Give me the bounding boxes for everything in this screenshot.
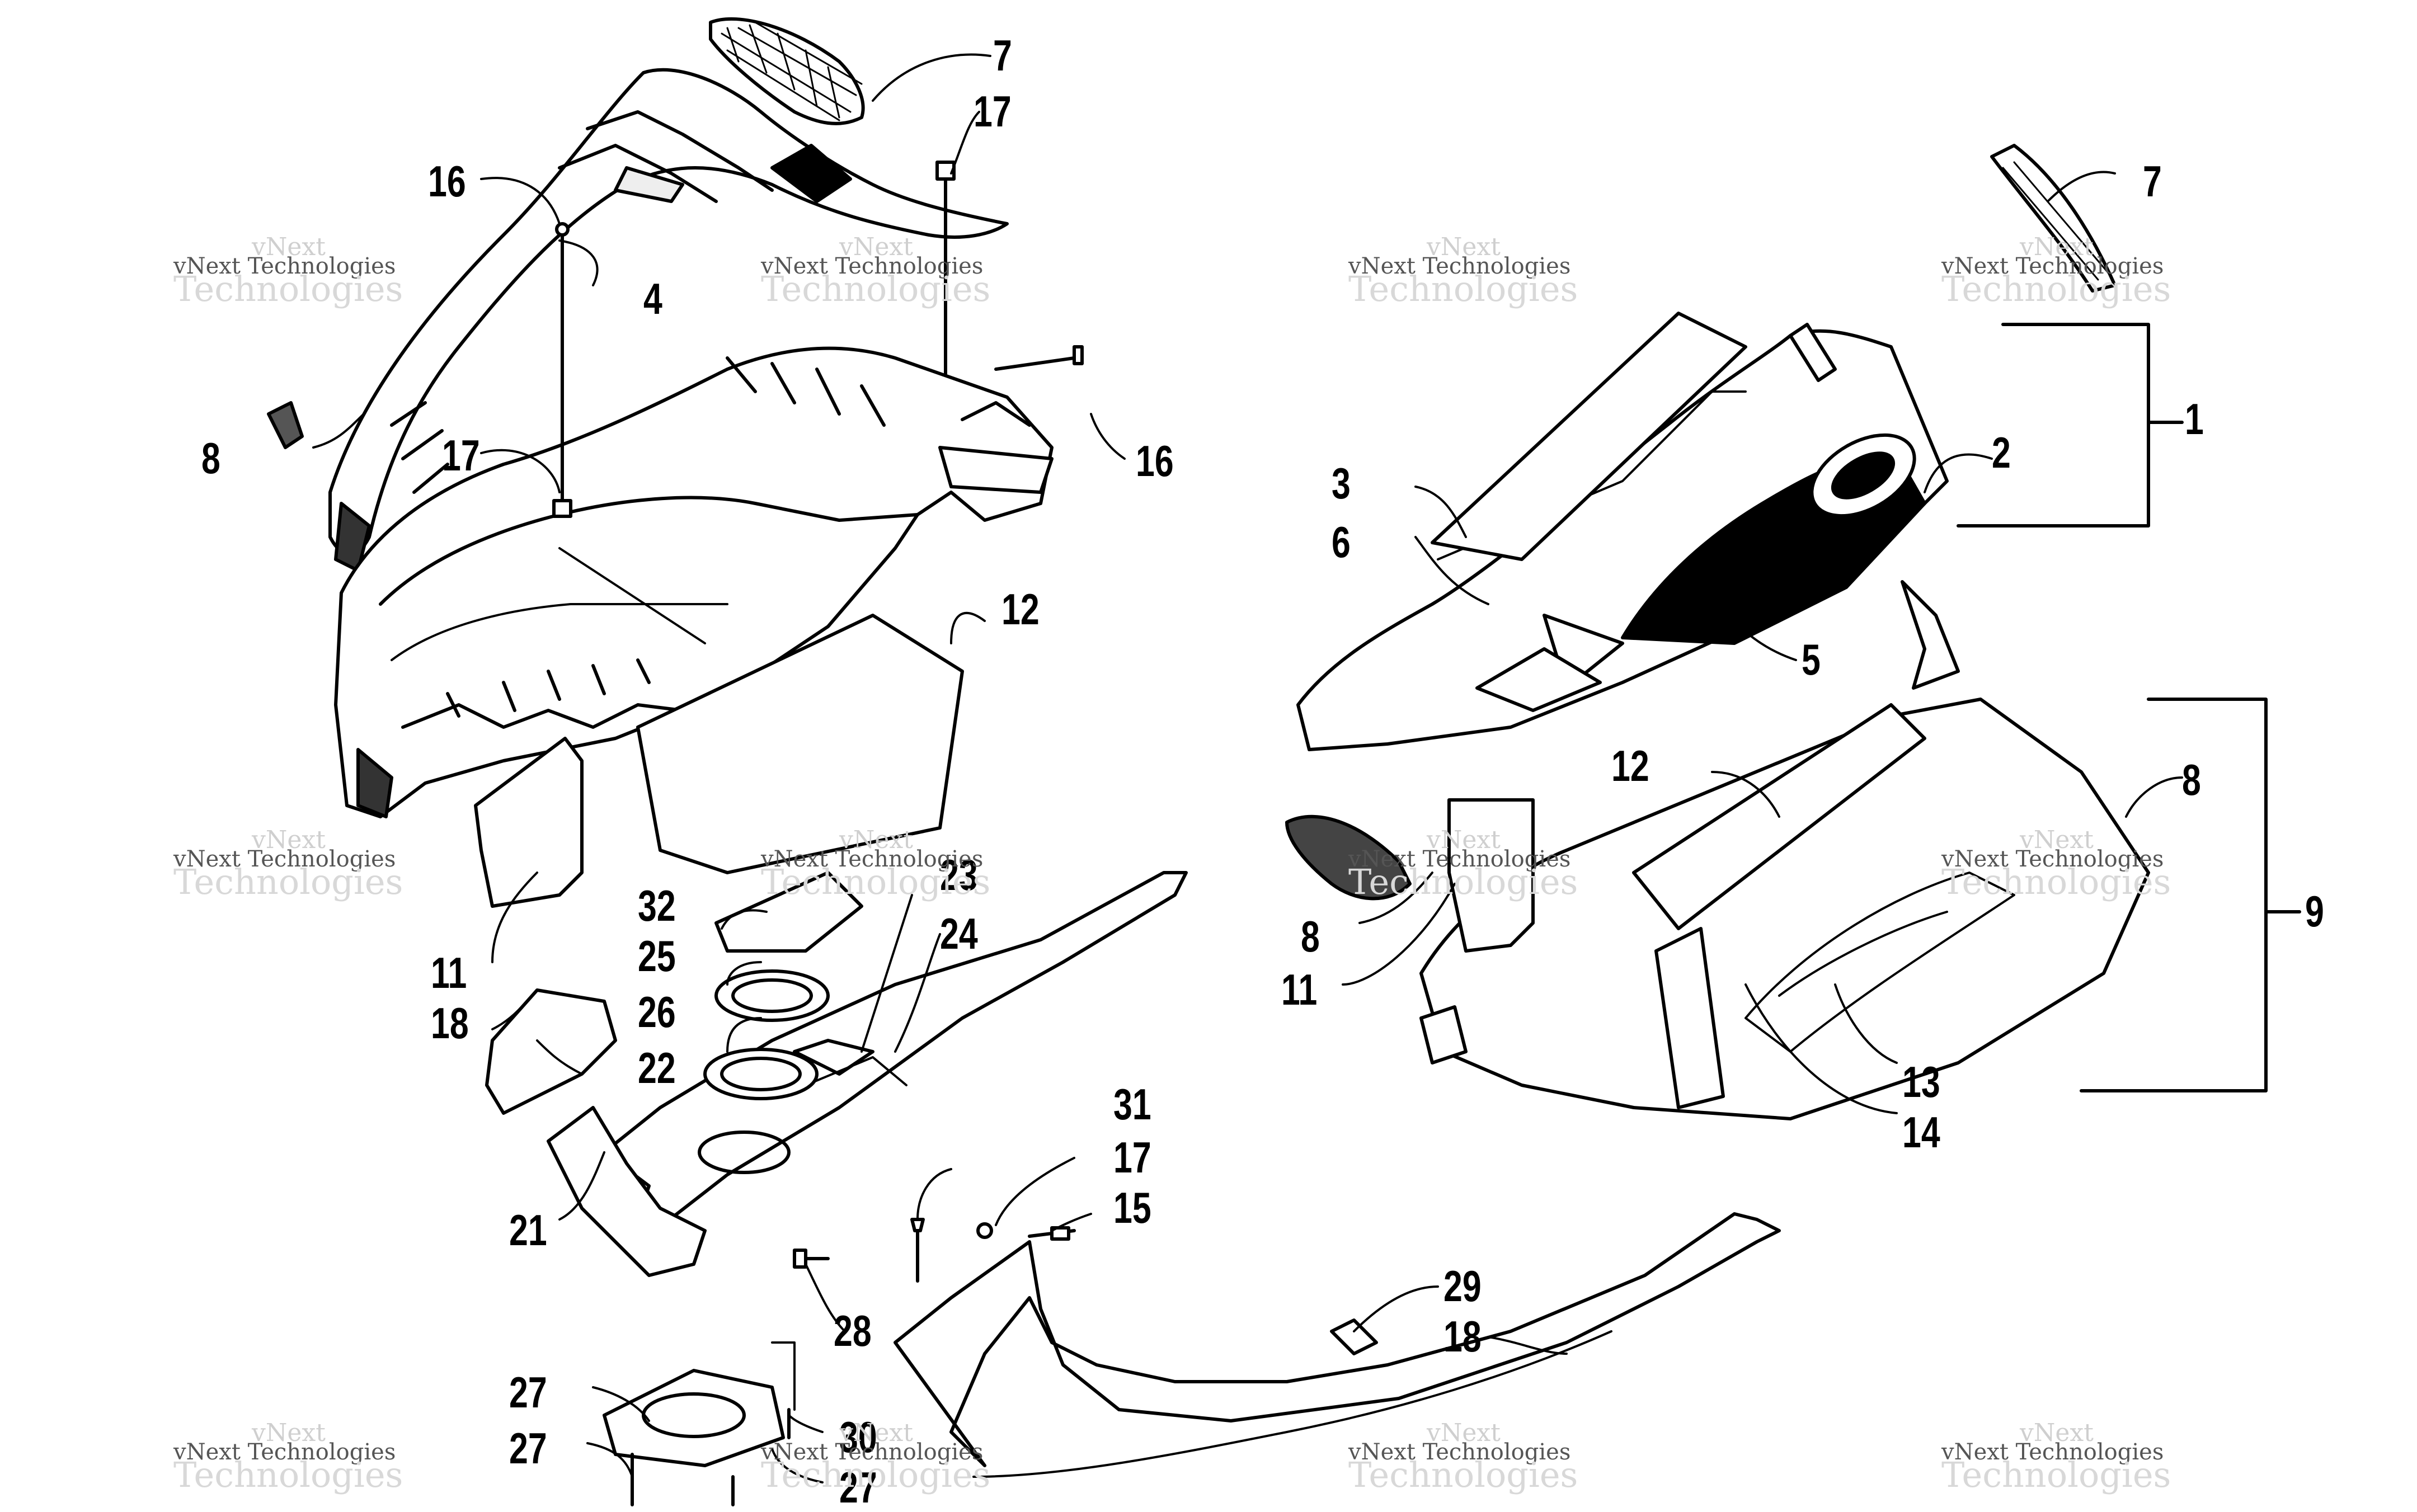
bracket-part-9 xyxy=(2080,698,2268,1092)
callout-30: 31 xyxy=(1113,1080,1151,1129)
hood-frame xyxy=(334,346,1054,818)
callout-20: 22 xyxy=(638,1043,676,1092)
ring-lower xyxy=(698,1131,791,1174)
callout-27: 27 xyxy=(839,1463,877,1512)
callout-leaders xyxy=(312,53,2183,1483)
hood-upper-part xyxy=(328,68,1009,572)
part-8-left-shape xyxy=(267,401,304,449)
callout-25: 27 xyxy=(509,1368,547,1417)
callout-18-left: 18 xyxy=(431,998,469,1048)
callout-14: 14 xyxy=(1902,1108,1940,1157)
callout-24: 26 xyxy=(638,987,676,1037)
callout-7-upper: 7 xyxy=(993,31,1012,80)
bracket-part-20 xyxy=(547,1106,707,1277)
callout-31: 30 xyxy=(839,1412,877,1462)
callout-32: 32 xyxy=(638,881,676,930)
callout-6: 6 xyxy=(1332,517,1351,567)
callout-12-right: 12 xyxy=(1611,741,1649,790)
ring-23-inner xyxy=(731,978,813,1013)
callout-13: 13 xyxy=(1902,1057,1940,1106)
callout-28: 28 xyxy=(834,1306,872,1355)
callout-2: 2 xyxy=(1992,428,2011,477)
callout-22: 24 xyxy=(940,909,978,958)
belly-pan xyxy=(603,871,1188,1255)
callout-19: 21 xyxy=(509,1205,547,1255)
callout-8-left: 8 xyxy=(201,434,220,483)
ring-24-inner xyxy=(720,1057,802,1091)
callout-15: 15 xyxy=(1113,1183,1151,1232)
fasteners-left xyxy=(552,161,1084,518)
callout-1: 1 xyxy=(2185,394,2204,444)
callout-29: 29 xyxy=(1443,1261,1482,1311)
callout-8-right: 8 xyxy=(1301,912,1320,961)
hood-right-lower xyxy=(1419,580,2150,1120)
vent-grille-right-ribs xyxy=(2002,161,2110,281)
foam-pad-11-left xyxy=(474,737,584,908)
callout-17-mid: 17 xyxy=(442,431,480,480)
vent-grille-lower-right xyxy=(1285,814,1412,901)
callout-12-left: 12 xyxy=(1001,585,1040,634)
cover-part-32 xyxy=(714,871,863,953)
callout-18-right: 18 xyxy=(1443,1312,1482,1361)
callout-17-lower: 17 xyxy=(1113,1133,1151,1182)
callout-10: 8 xyxy=(2182,755,2201,804)
bracket-part-19 xyxy=(485,988,617,1115)
ring-part-25 xyxy=(603,1369,785,1467)
vent-grille-upper xyxy=(709,17,865,125)
callout-5: 5 xyxy=(1802,635,1821,684)
bracket-part-1 xyxy=(1957,323,2150,527)
callout-4: 4 xyxy=(643,274,662,323)
vent-grille-right xyxy=(1990,144,2117,293)
callout-16-upper-left: 16 xyxy=(428,157,466,206)
callout-11-right: 11 xyxy=(1281,965,1318,1014)
callout-17-upper: 17 xyxy=(974,87,1012,136)
callout-23: 25 xyxy=(638,931,676,981)
callout-7-right: 7 xyxy=(2143,157,2162,206)
skid-plate-part-18 xyxy=(894,1212,1781,1478)
callout-11-left: 11 xyxy=(431,948,467,997)
hood-right-upper xyxy=(1296,312,1949,751)
callout-3: 3 xyxy=(1332,459,1351,508)
callout-21: 23 xyxy=(940,850,978,899)
foam-pad-12-left xyxy=(636,614,964,874)
callout-26: 27 xyxy=(509,1424,547,1473)
callout-16-right: 16 xyxy=(1136,436,1174,486)
foam-pad-11-right xyxy=(1447,798,1535,953)
callout-9: 9 xyxy=(2305,887,2324,936)
